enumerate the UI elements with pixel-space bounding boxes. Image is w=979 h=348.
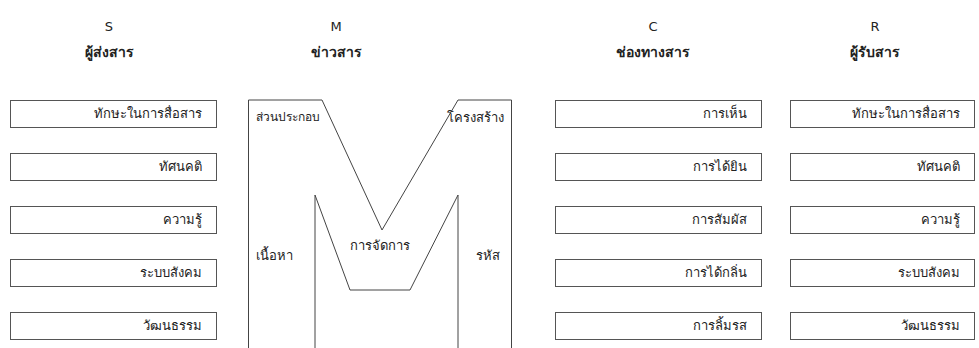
node-text: ข่าวสาร xyxy=(311,44,362,61)
node-text: การได้กลิ่น xyxy=(685,265,747,281)
element-box: วัฒนธรรม xyxy=(790,312,975,340)
column-header: M ข่าวสาร xyxy=(252,0,420,80)
element-box: ความรู้ xyxy=(790,206,975,234)
node-text: ทัศนคติ xyxy=(917,159,960,175)
node-text: ทัศนคติ xyxy=(159,159,202,175)
node-text: การจัดการ xyxy=(350,238,410,254)
node-text: C xyxy=(648,19,657,35)
element-box: ระบบสังคม xyxy=(790,259,975,287)
node-text: ระบบสังคม xyxy=(140,265,202,281)
element-box: ความรู้ xyxy=(10,206,217,234)
node-text: เนื้อหา xyxy=(256,248,293,264)
node-text: การลิ้มรส xyxy=(693,318,747,334)
element-box: การได้ยิน xyxy=(555,153,762,181)
node-text: ผู้รับสาร xyxy=(850,44,900,61)
message-m-shape: ส่วนประกอบ โครงสร้างการจัดการเนื้อหา รหัส xyxy=(248,98,512,348)
node-text: การเห็น xyxy=(703,106,747,122)
node-text: รหัส xyxy=(476,248,500,264)
element-box: ระบบสังคม xyxy=(10,259,217,287)
element-box: ทักษะในการสื่อสาร xyxy=(10,100,217,128)
element-box: วัฒนธรรม xyxy=(10,312,217,340)
node-text: ระบบสังคม xyxy=(898,265,960,281)
node-text: R xyxy=(870,19,879,35)
node-text: วัฒนธรรม xyxy=(901,318,960,334)
column-header: R ผู้รับสาร xyxy=(790,0,960,80)
column-header: C ช่องทางสาร xyxy=(556,0,750,80)
m-outline-path xyxy=(249,100,512,348)
node-text: ผู้ส่งสาร xyxy=(85,44,134,61)
element-box: การสัมผัส xyxy=(555,206,762,234)
node-text: ส่วนประกอบ xyxy=(256,110,320,124)
node-text: ความรู้ xyxy=(921,212,960,228)
node-text: ความรู้ xyxy=(163,212,202,228)
node-text: โครงสร้าง xyxy=(447,110,504,126)
column-header: S ผู้ส่งสาร xyxy=(28,0,190,80)
element-box: การได้กลิ่น xyxy=(555,259,762,287)
element-box: ทัศนคติ xyxy=(10,153,217,181)
node-text: ช่องทางสาร xyxy=(616,44,690,61)
node-text: วัฒนธรรม xyxy=(143,318,202,334)
node-text: การได้ยิน xyxy=(693,159,747,175)
element-box: การลิ้มรส xyxy=(555,312,762,340)
element-box: ทัศนคติ xyxy=(790,153,975,181)
node-text: S xyxy=(105,19,113,35)
node-text: ทักษะในการสื่อสาร xyxy=(852,106,960,122)
element-box: ทักษะในการสื่อสาร xyxy=(790,100,975,128)
element-box: การเห็น xyxy=(555,100,762,128)
node-text: ทักษะในการสื่อสาร xyxy=(94,106,202,122)
m-outline xyxy=(248,98,512,348)
node-text: การสัมผัส xyxy=(692,212,747,228)
node-text: M xyxy=(330,19,341,35)
